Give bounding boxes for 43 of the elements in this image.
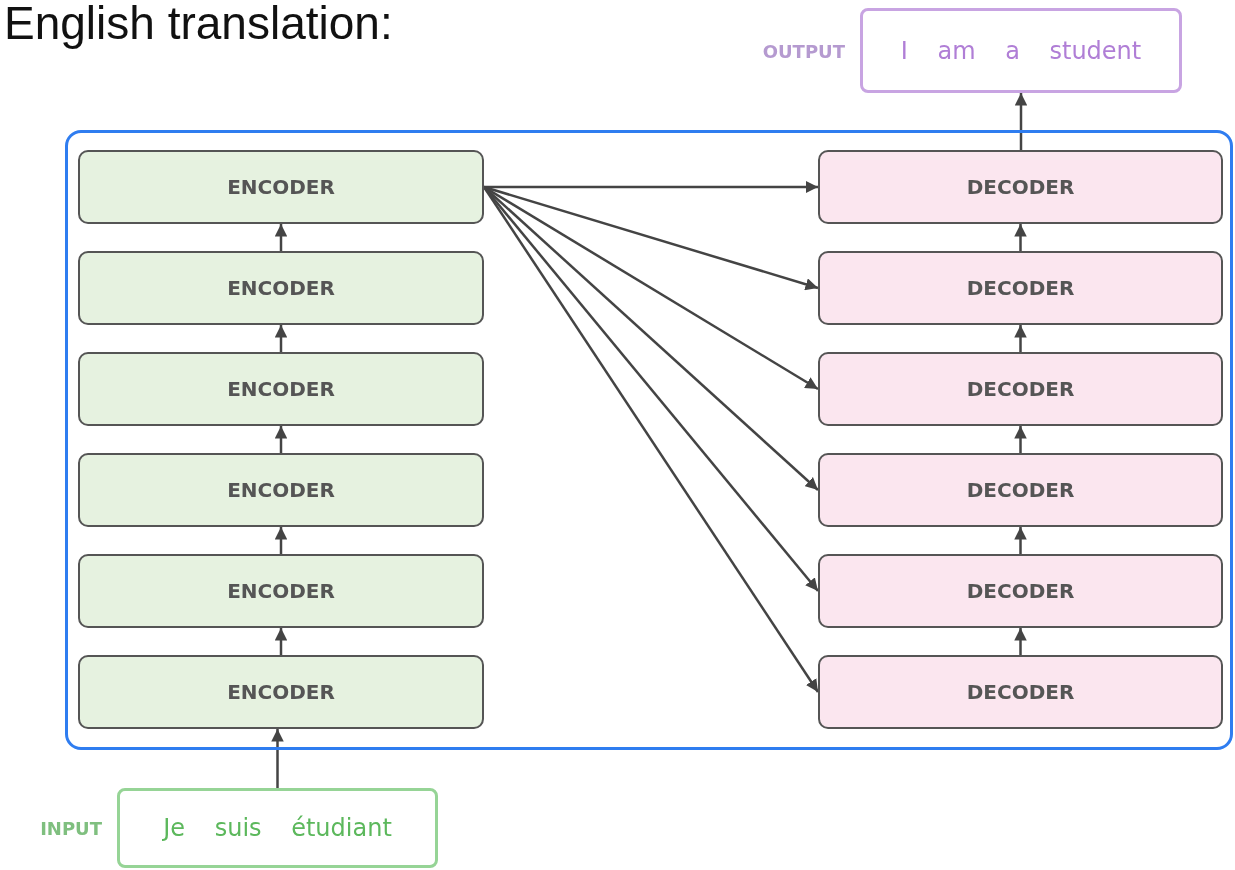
box-label: ENCODER [227,579,335,603]
encoder-box [78,655,484,729]
arrow [1014,325,1027,352]
arrow [1014,93,1028,150]
arrow [274,628,288,655]
box-label: ENCODER [227,175,335,199]
encoder-box [78,251,484,325]
encoder-box [78,554,484,628]
box-label: ENCODER [227,276,335,300]
arrow [1014,224,1027,251]
decoder-box [818,655,1223,729]
arrow [274,527,288,554]
box-label: DECODER [966,276,1075,300]
box-label: ENCODER [227,680,335,704]
decoder-box [818,150,1223,224]
stack-frame [65,130,1233,750]
box-label: DECODER [966,579,1075,603]
arrow [1014,628,1027,655]
box-label: DECODER [966,680,1075,704]
arrow [274,224,288,251]
box-label: ENCODER [227,478,335,502]
arrow [484,180,818,194]
box-label: DECODER [966,175,1075,199]
box-label: DECODER [966,377,1075,401]
decoder-box [818,251,1223,325]
box-label: Je suis étudiant [163,814,392,842]
encoder-box [78,150,484,224]
decoder-box [818,453,1223,527]
arrow [1014,527,1027,554]
side-label: OUTPUT [762,40,845,61]
box-label: I am a student [900,36,1142,65]
decoder-box [818,554,1223,628]
side-label: INPUT [40,817,102,839]
box-label: ENCODER [227,377,335,401]
arrow [274,426,288,453]
arrow [274,325,288,352]
box-label: DECODER [966,478,1075,502]
encoder-box [78,352,484,426]
arrow [1014,426,1027,453]
encoder-box [78,453,484,527]
heading-text: English translation: [4,0,393,50]
arrow [271,729,284,788]
decoder-box [818,352,1223,426]
